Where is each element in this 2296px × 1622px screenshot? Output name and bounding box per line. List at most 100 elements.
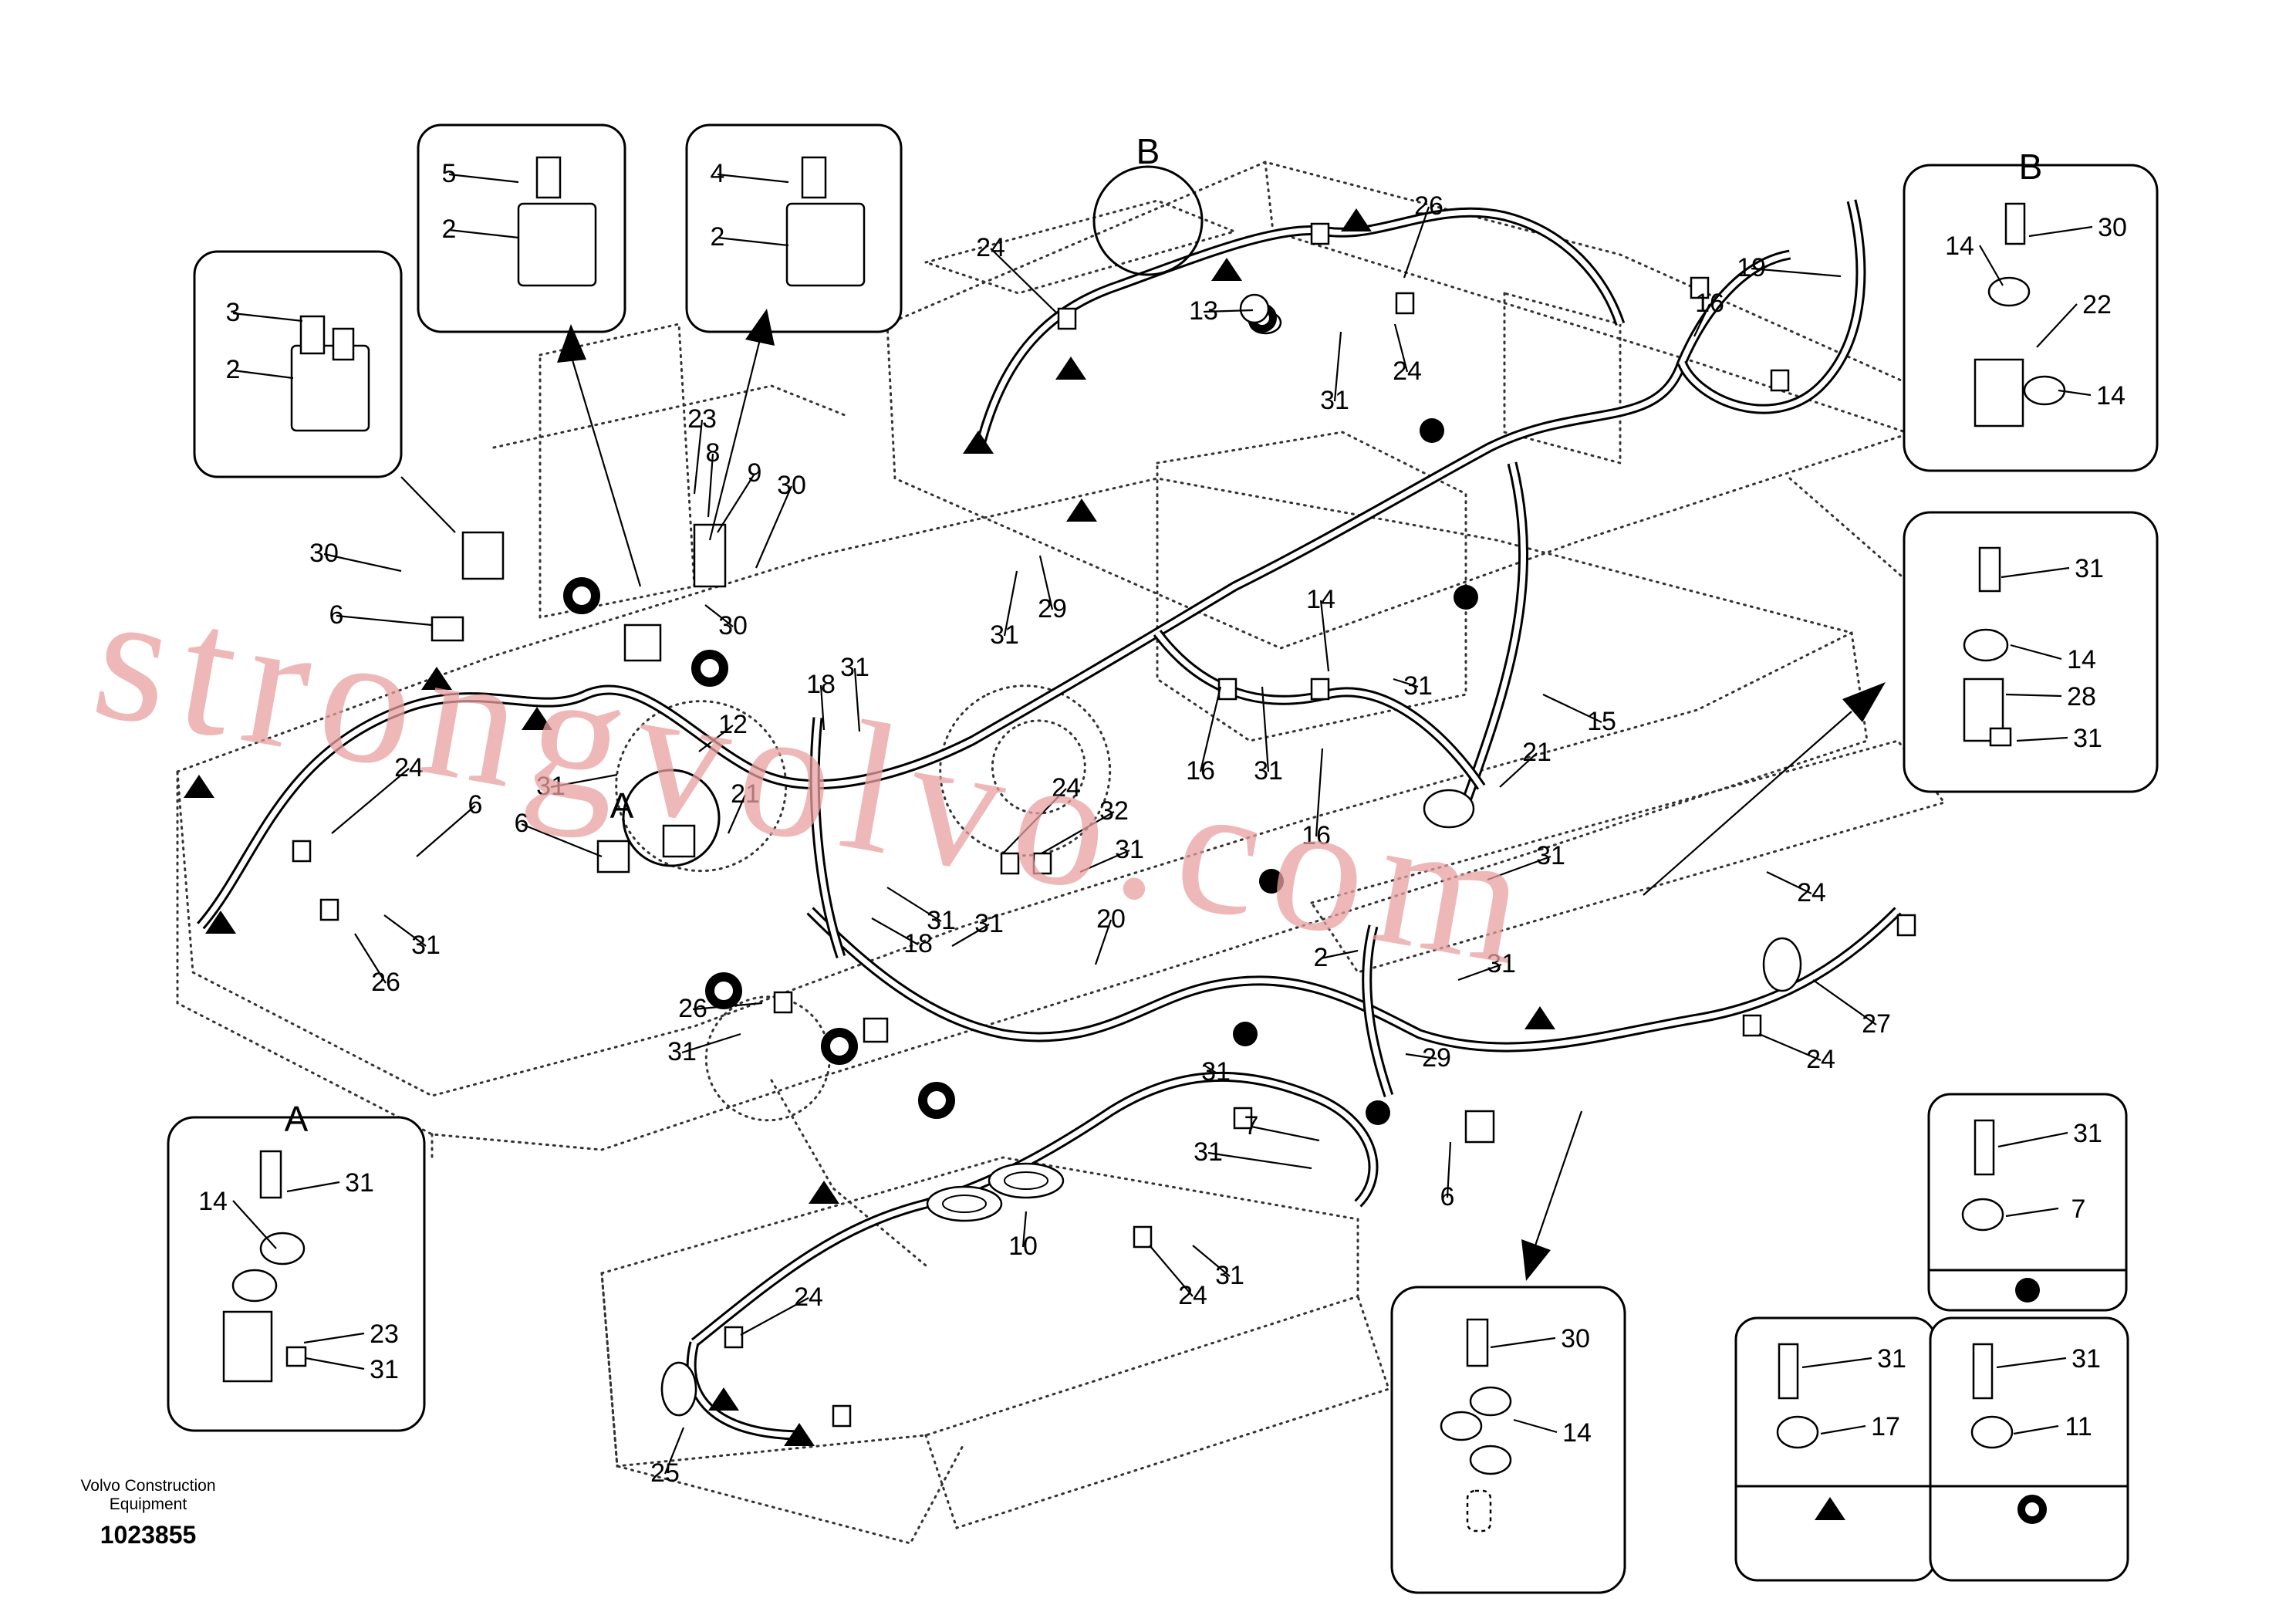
callout-c59: 27 [1862, 1009, 1891, 1039]
detail-leader-g_11 [2013, 1424, 2059, 1435]
leader-c22 [1038, 555, 1054, 610]
leader-c34 [383, 914, 427, 947]
detail-label-b_14: 14 [1945, 231, 1974, 261]
detail-label-group: A B [285, 147, 2043, 1139]
leader-c19 [1751, 267, 1842, 278]
callout-c52: 31 [1536, 841, 1565, 870]
callout-c54: 7 [1244, 1111, 1259, 1140]
callout-c3: 4 [711, 159, 725, 188]
detail-leader-c_31b [2016, 736, 2068, 742]
callout-c25: 18 [806, 670, 836, 699]
detail-g [1929, 1316, 2129, 1582]
detail-label-g_11: 11 [2065, 1412, 2092, 1441]
leader-c40 [1542, 694, 1602, 723]
callout-c36: 16 [1186, 756, 1215, 786]
leader-c46 [871, 917, 919, 945]
leader-c16 [1203, 309, 1254, 313]
callout-c42: 32 [1099, 796, 1129, 826]
detail-label-d_14: 14 [1562, 1418, 1592, 1448]
leader-c26 [853, 667, 861, 732]
detail-leader-a_31b [305, 1357, 365, 1370]
callout-c43: 31 [1115, 835, 1144, 864]
callout-c9: 23 [687, 404, 717, 434]
leader-c15 [1403, 206, 1430, 279]
detail-label-a_31: 31 [345, 1168, 374, 1198]
callout-c64: 24 [794, 1282, 823, 1312]
callout-c17: 31 [1320, 386, 1349, 415]
leader-c37 [1261, 686, 1270, 772]
detail-callout-rings [622, 165, 1204, 867]
detail-label-f_31: 31 [1877, 1344, 1906, 1374]
detail-label-a_31b: 31 [370, 1355, 399, 1384]
detail-leader-b_22 [2036, 303, 2078, 348]
callout-c12: 30 [777, 471, 806, 500]
leader-c50 [681, 1032, 741, 1054]
callout-c45: 31 [974, 909, 1004, 938]
detail-label-a_14: 14 [198, 1187, 228, 1216]
detail-label-e_7: 7 [2071, 1195, 2086, 1224]
leader-c28 [550, 773, 618, 789]
detail-leader-g_31 [1996, 1357, 2067, 1369]
leader-c12 [755, 485, 793, 569]
callout-c10: 8 [706, 438, 721, 468]
leader-c65 [663, 1427, 685, 1475]
leader-c43 [1079, 849, 1130, 874]
callout-c44: 31 [927, 906, 956, 935]
callout-c37: 31 [1254, 756, 1283, 786]
detail-leader-b_14 [1979, 245, 2004, 286]
callout-c23: 14 [1306, 585, 1335, 614]
leader-c62 [1149, 1245, 1194, 1297]
leader-c56 [1446, 1141, 1452, 1198]
callout-c61: 10 [1008, 1232, 1038, 1261]
leader-c35 [354, 933, 387, 984]
leader-c44 [886, 887, 942, 922]
company-line-2: Equipment [110, 1495, 187, 1513]
detail-leader-d_30 [1490, 1336, 1556, 1349]
leader-c38 [1315, 748, 1324, 837]
detail-a-header: A [285, 1099, 309, 1139]
callout-c41: 24 [1052, 773, 1081, 803]
callout-c57: 31 [1201, 1057, 1231, 1086]
detail-b [1903, 164, 2159, 472]
leader-c30 [727, 794, 747, 834]
leader-c17 [1333, 331, 1342, 402]
callout-c11: 9 [748, 458, 762, 488]
detail-e [1927, 1093, 2128, 1312]
leader-c49 [692, 1002, 763, 1011]
leader-c57 [1203, 1064, 1217, 1073]
leader-c6 [232, 369, 294, 380]
callout-c56: 6 [1440, 1182, 1455, 1211]
leader-c27 [698, 725, 734, 752]
callout-c39: 21 [1522, 738, 1551, 767]
detail-label-c_31: 31 [2075, 554, 2104, 583]
leader-c41 [1002, 788, 1067, 854]
detail-leader-f_31 [1801, 1357, 1872, 1369]
leader-c13 [704, 604, 734, 627]
leader-lines [232, 173, 1877, 1475]
detail-leader-a_31 [286, 1181, 340, 1193]
callout-c62: 24 [1178, 1281, 1207, 1310]
callout-c53: 29 [1422, 1043, 1451, 1073]
leader-c39 [1499, 752, 1538, 788]
callout-c13: 30 [718, 611, 748, 640]
leader-c63 [1192, 1245, 1231, 1277]
detail-label-a_23: 23 [370, 1320, 399, 1349]
callout-c21: 31 [990, 620, 1019, 650]
callout-c63: 31 [1215, 1261, 1244, 1290]
drawing-number: 1023855 [100, 1521, 197, 1549]
callout-c14: 24 [976, 233, 1005, 262]
callout-c60: 24 [1806, 1045, 1835, 1074]
callout-c47: 20 [1096, 904, 1126, 934]
callout-c28: 31 [536, 772, 566, 801]
leader-c14 [990, 248, 1058, 314]
leader-c31 [331, 768, 410, 834]
callout-c15: 26 [1414, 191, 1443, 221]
callout-c51: 31 [1487, 949, 1516, 978]
leader-c9 [693, 419, 704, 495]
frame-relays [430, 523, 1495, 1144]
callout-c30: 21 [731, 779, 760, 809]
callout-c40: 15 [1587, 707, 1616, 736]
detail-leader-a_23 [303, 1332, 365, 1344]
leader-c10 [707, 453, 714, 518]
